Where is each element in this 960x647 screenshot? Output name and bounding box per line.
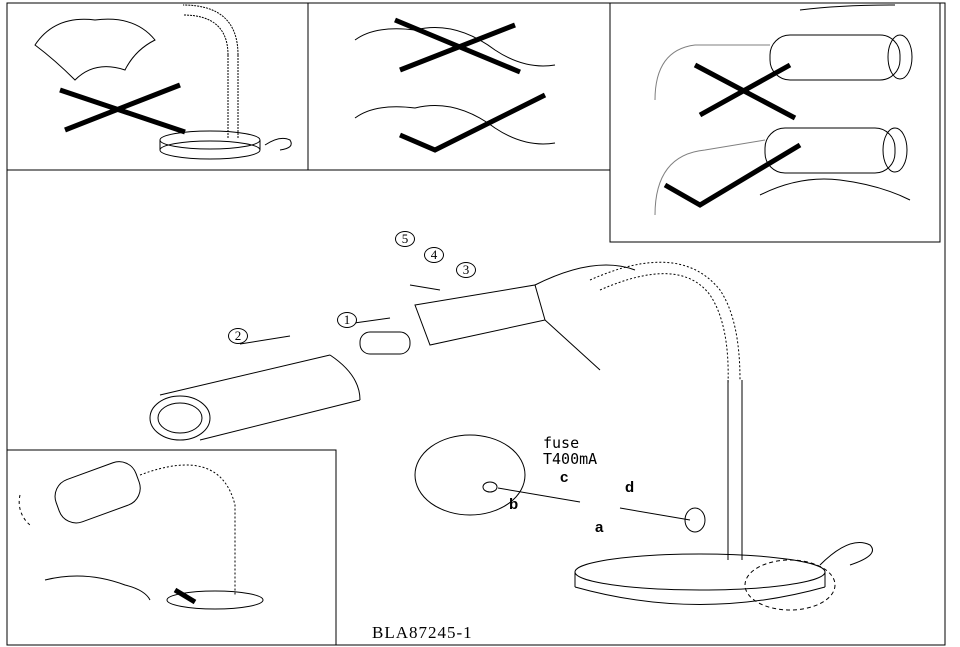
fuse-step-b: b <box>509 496 519 513</box>
lamp-switch-illustration <box>18 461 264 610</box>
fuse-label: fuse <box>543 434 580 452</box>
step-4-marker: 4 <box>424 247 444 263</box>
panel-switch <box>6 449 337 646</box>
step-5-marker: 5 <box>395 231 415 247</box>
panel-shade-removal <box>609 2 941 243</box>
fuse-step-a: a <box>595 519 604 536</box>
fuse-step-d: d <box>625 479 635 496</box>
panel-bulb-handling <box>307 2 611 171</box>
step-2-marker: 2 <box>228 328 248 344</box>
fuse-step-c: c <box>560 469 569 486</box>
lamp-with-cloth-illustration <box>34 4 292 160</box>
cross-mark-icon <box>394 17 521 75</box>
step-1-marker: 1 <box>337 312 357 328</box>
bulb-handling-illustration <box>354 27 556 145</box>
check-mark-icon <box>663 142 802 208</box>
check-mark-icon <box>399 92 547 153</box>
shade-removal-illustration <box>654 4 913 216</box>
cross-mark-icon <box>693 62 797 121</box>
model-code: BLA87245-1 <box>372 623 473 642</box>
fuse-rating: T400mA <box>543 450 598 468</box>
step-3-marker: 3 <box>456 262 476 278</box>
lamp-exploded-view <box>149 261 873 611</box>
cross-mark-icon <box>59 82 186 135</box>
